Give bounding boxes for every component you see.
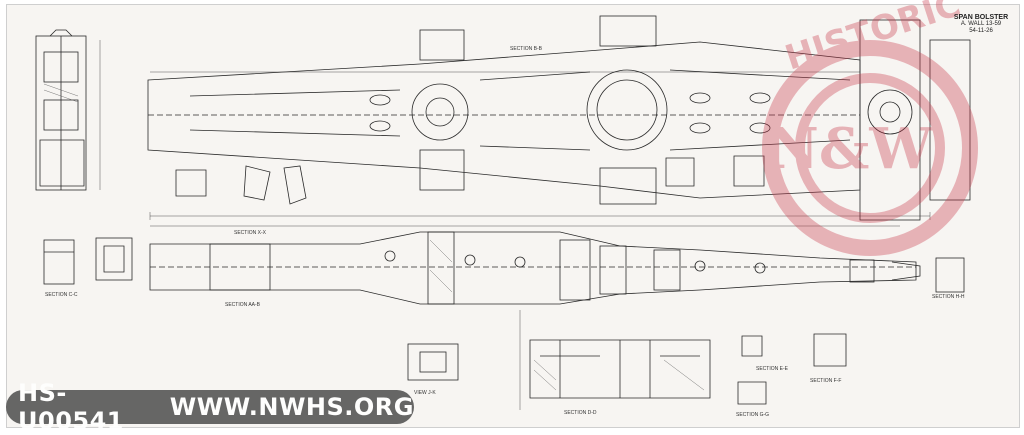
label-section-b-b: SECTION B-B <box>510 46 543 52</box>
detail-sketches <box>175 155 765 205</box>
label-section-a-a: SECTION AA-B <box>225 302 261 308</box>
title-subject: SPAN BOLSTER <box>953 14 1009 21</box>
label-section-h-h: SECTION H-H <box>932 294 965 300</box>
side-elevation <box>149 231 921 305</box>
archive-watermark-banner: HS-U00541 WWW.NWHS.ORG <box>6 379 414 435</box>
historical-society-seal: HISTORIC N&W <box>762 0 978 256</box>
bottom-sections <box>407 333 847 405</box>
title-line2: A. WALL 13-59 <box>960 21 1002 27</box>
label-section-d-d: SECTION D-D <box>564 410 597 416</box>
label-view: VIEW J-K <box>414 390 436 396</box>
archive-url[interactable]: WWW.NWHS.ORG <box>169 393 414 421</box>
left-end-section <box>35 29 87 191</box>
title-drawing-number: 54-11-26 <box>969 28 993 34</box>
lower-left-sections <box>43 237 965 293</box>
label-section-c-c: SECTION C-C <box>45 292 78 298</box>
svg-text:N&W: N&W <box>768 116 934 182</box>
plan-view <box>147 15 971 221</box>
title-block: SPAN BOLSTER A. WALL 13-59 54-11-26 <box>946 14 1016 40</box>
archive-id: HS-U00541 <box>18 379 124 435</box>
dimension-lines <box>99 40 931 410</box>
label-section-g-g: SECTION G-G <box>736 412 769 418</box>
section-hatching <box>43 83 705 391</box>
label-section-x-x: SECTION X-X <box>234 230 267 236</box>
label-section-e-e: SECTION E-E <box>756 366 789 372</box>
label-section-f-f: SECTION F-F <box>810 378 841 384</box>
